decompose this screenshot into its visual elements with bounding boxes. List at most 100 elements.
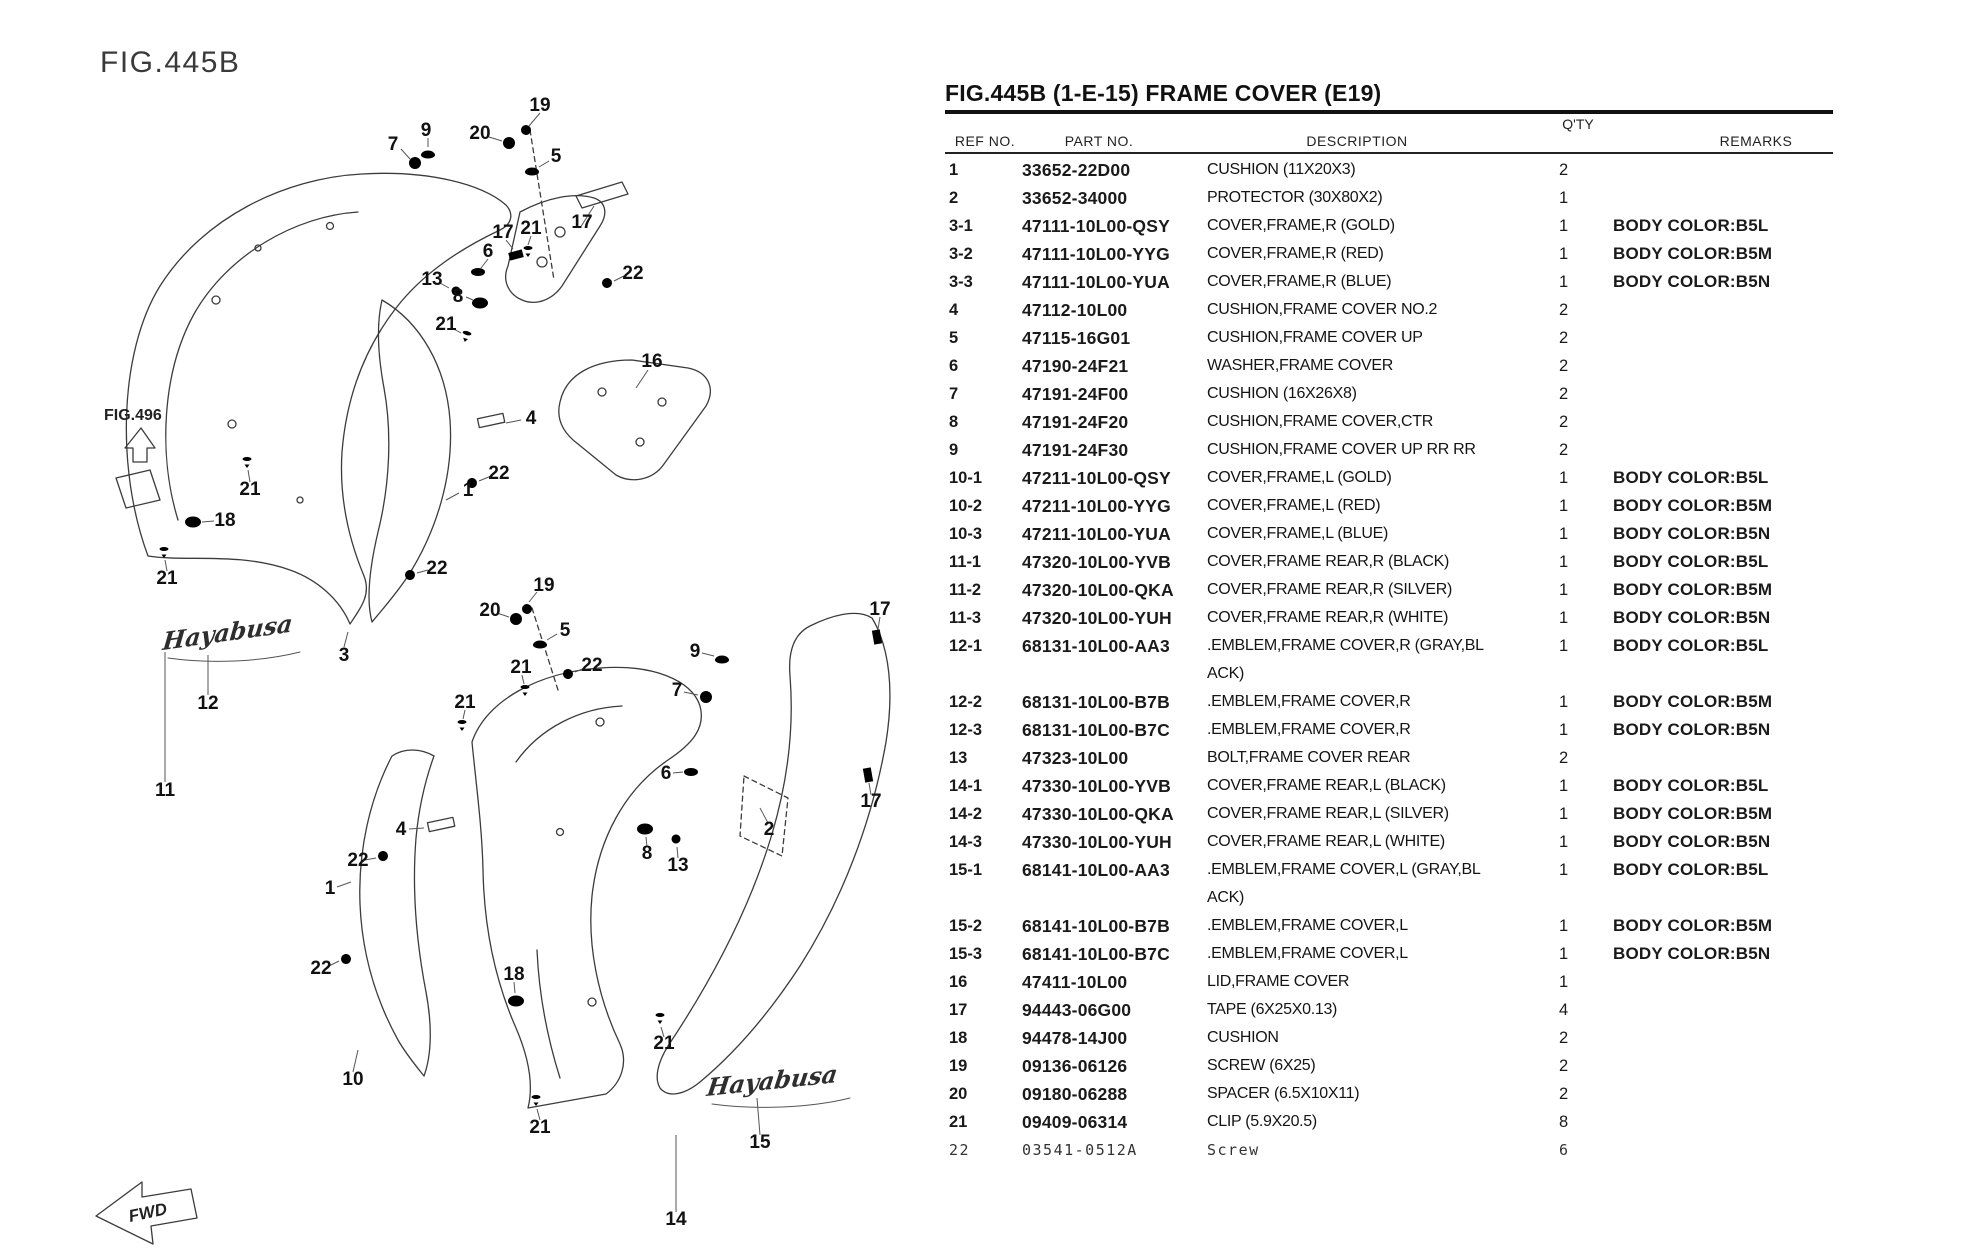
cell-ref: 12-3 [949,721,983,739]
cell-part: 47111-10L00-QSY [1022,216,1170,236]
cell-part: 94478-14J00 [1022,1028,1128,1048]
cell-desc: CUSHION,FRAME COVER,CTR [1207,413,1433,430]
cell-qty: 1 [1559,637,1569,655]
cell-remarks: BODY COLOR:B5L [1613,552,1769,571]
cell-ref: 12-1 [949,637,983,655]
diagram-annotations: FIG.496 FWD Hayabusa Hayabusa [95,407,851,1245]
cell-qty: 1 [1559,805,1569,823]
cell-part: 47320-10L00-QKA [1022,580,1174,600]
cell-part: 47320-10L00-YVB [1022,552,1171,572]
cell-ref: 22 [949,1141,971,1159]
cell-desc: SCREW (6X25) [1207,1057,1316,1074]
cell-part: 47320-10L00-YUH [1022,608,1172,628]
cell-desc: COVER,FRAME,L (GOLD) [1207,469,1392,486]
cell-part: 68131-10L00-B7B [1022,692,1170,712]
cell-remarks: BODY COLOR:B5N [1613,832,1771,851]
cell-ref: 20 [949,1085,968,1103]
header-remarks: REMARKS [1719,133,1793,149]
cell-remarks: BODY COLOR:B5M [1613,692,1773,711]
cell-part: 33652-22D00 [1022,160,1131,180]
cell-part: 47330-10L00-QKA [1022,804,1174,824]
cover-panels [125,129,891,1109]
cell-ref: 12-2 [949,693,983,711]
cell-qty: 1 [1559,693,1569,711]
cell-remarks: BODY COLOR:B5N [1613,524,1771,543]
cell-qty: 1 [1559,917,1569,935]
cell-remarks: BODY COLOR:B5M [1613,496,1773,515]
cell-qty: 2 [1559,441,1569,459]
cell-part: 47111-10L00-YYG [1022,244,1170,264]
cell-ref: 2 [949,189,959,207]
cell-ref: 14-1 [949,777,983,795]
cell-qty: 1 [1559,861,1569,879]
cell-remarks: BODY COLOR:B5N [1613,720,1771,739]
cell-qty: 2 [1559,413,1569,431]
cell-desc: CUSHION [1207,1029,1279,1046]
cell-desc: .EMBLEM,FRAME COVER,L [1207,917,1408,934]
title-rule [945,110,1833,114]
cell-qty: 6 [1559,1141,1570,1159]
cell-ref: 10-2 [949,497,983,515]
cell-qty: 2 [1559,161,1569,179]
cell-qty: 1 [1559,581,1569,599]
cell-ref: 6 [949,357,959,375]
cell-part: 09180-06288 [1022,1084,1128,1104]
cell-remarks: BODY COLOR:B5L [1613,468,1769,487]
cell-ref: 11-3 [949,609,982,627]
cell-ref: 21 [949,1113,968,1131]
cell-qty: 2 [1559,329,1569,347]
cell-qty: 2 [1559,301,1569,319]
cell-desc: COVER,FRAME REAR,L (SILVER) [1207,805,1449,822]
cell-remarks: BODY COLOR:B5L [1613,776,1769,795]
cell-desc: .EMBLEM,FRAME COVER,R [1207,721,1411,738]
cell-qty: 1 [1559,973,1569,991]
cell-ref: 15-2 [949,917,983,935]
cell-qty: 1 [1559,777,1569,795]
parts-table: FIG.445B (1-E-15) FRAME COVER (E19) Q'TY… [945,80,1835,1159]
cell-ref: 15-1 [949,861,983,879]
fwd-arrow-icon [95,1181,198,1245]
page-title: FIG.445B [100,46,241,79]
cell-desc: COVER,FRAME,R (RED) [1207,245,1384,262]
brand-logo: Hayabusa [704,1059,839,1102]
cell-desc: .EMBLEM,FRAME COVER,L (GRAY,BL ACK) [1207,861,1481,906]
cell-ref: 8 [949,413,959,431]
cell-ref: 18 [949,1029,968,1047]
cell-part: 47191-24F30 [1022,440,1129,460]
cell-desc: .EMBLEM,FRAME COVER,L [1207,945,1408,962]
cell-qty: 1 [1559,553,1569,571]
cell-ref: 5 [949,329,959,347]
cell-ref: 3-1 [949,217,973,235]
cell-desc: WASHER,FRAME COVER [1207,357,1394,374]
cell-part: 68131-10L00-B7C [1022,720,1170,740]
cell-desc: COVER,FRAME,R (GOLD) [1207,217,1395,234]
cell-remarks: BODY COLOR:B5N [1613,944,1771,963]
cell-part: 68141-10L00-B7B [1022,916,1170,936]
cell-qty: 1 [1559,469,1569,487]
cell-remarks: BODY COLOR:B5L [1613,636,1769,655]
cell-part: 09136-06126 [1022,1056,1128,1076]
cell-desc: LID,FRAME COVER [1207,973,1350,990]
cell-qty: 1 [1559,833,1569,851]
cell-desc: CUSHION,FRAME COVER UP [1207,329,1423,346]
header-qty: Q'TY [1562,116,1594,132]
cell-desc: COVER,FRAME REAR,R (WHITE) [1207,609,1449,626]
cell-desc: COVER,FRAME REAR,L (WHITE) [1207,833,1445,850]
cell-qty: 1 [1559,189,1569,207]
